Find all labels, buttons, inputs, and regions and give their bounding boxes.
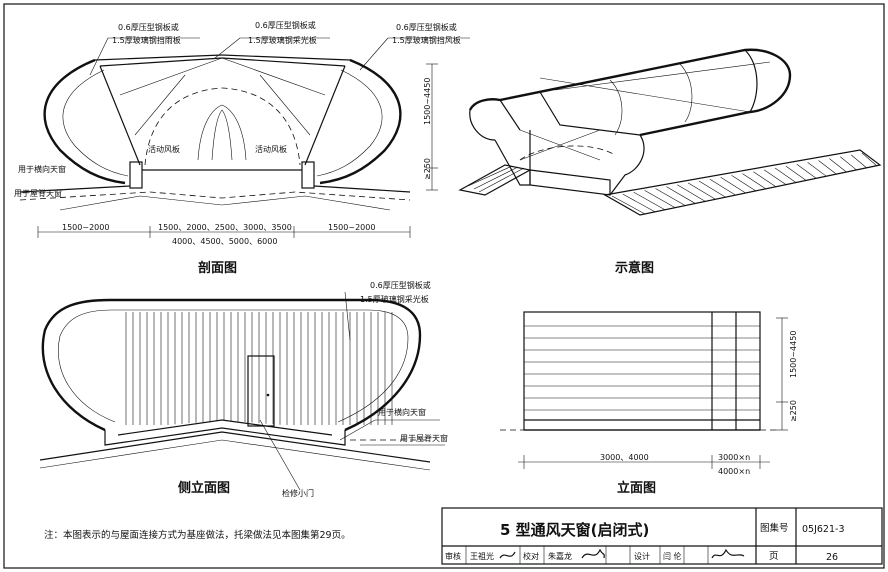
elevation-view [500,311,788,469]
elev-dim-right-1: 3000×n [718,453,750,462]
section-callout-2-line2: 1.5厚玻璃钢采光板 [248,35,317,45]
section-view-caption: 剖面图 [198,260,237,276]
section-base-dim: ≥250 [423,158,432,180]
elev-base-dim: ≥250 [789,400,798,422]
side-callout-line1: 0.6厚压型钢板或 [370,280,431,290]
inner-arch [144,87,301,166]
side-view-caption: 侧立面图 [178,480,230,496]
review-name: 王祖光 [470,551,494,561]
door-label: 检修小门 [282,488,314,498]
check-signature [581,548,605,559]
access-door [247,355,275,427]
perspective-view-caption: 示意图 [615,260,654,276]
dim-mid-1: 1500、2000、2500、3000、3500 [158,223,292,232]
title-block [441,507,883,565]
atlas-number: 05J621-3 [802,524,845,535]
right-hood-inner [316,69,383,177]
left-hood [43,58,126,185]
sheet-title: 5 型通风天窗(启闭式) [500,521,649,539]
design-label: 设计 [634,551,650,561]
section-callout-3-line1: 0.6厚压型钢板或 [396,22,457,32]
review-signature [499,551,516,559]
design-name: 闫 伦 [663,551,682,561]
damper-right-label: 活动风板 [255,144,287,154]
section-callout-1-line2: 1.5厚玻璃钢挡雨板 [112,35,181,45]
elev-height-dim: 1500~4450 [789,331,798,378]
section-label-transverse: 用于横向天窗 [18,164,66,174]
dim-mid-2: 4000、4500、5000、6000 [172,237,277,246]
page-label: 页 [769,551,779,562]
left-hood-inner [62,69,129,177]
page-number: 26 [826,552,838,563]
elevation-view-caption: 立面图 [617,480,656,496]
side-label-ridge: 用于屋脊天窗 [400,433,448,443]
section-callout-3-line2: 1.5厚玻璃钢挡风板 [392,35,461,45]
perspective-view [458,48,882,216]
dim-left: 1500~2000 [62,223,109,232]
side-callout-line2: 1.5厚玻璃钢采光板 [360,294,429,304]
elev-dim-main: 3000、4000 [600,453,649,462]
right-hood [319,58,402,185]
damper-left-label: 活动风板 [148,144,180,154]
section-label-ridge: 用于屋脊天窗 [14,188,62,198]
elev-dim-right-2: 4000×n [718,467,750,476]
atlas-label: 图集号 [760,522,789,534]
section-height-dim: 1500~4450 [423,78,432,125]
dim-right: 1500~2000 [328,223,375,232]
section-callout-1-line1: 0.6厚压型钢板或 [118,22,179,32]
check-name: 朱嘉龙 [548,551,572,561]
section-callout-2-line1: 0.6厚压型钢板或 [255,20,316,30]
side-label-transverse: 用于横向天窗 [378,407,426,417]
check-label: 校对 [523,551,539,561]
section-view [19,37,470,238]
sheet-border [3,3,885,569]
design-signature [711,548,745,559]
side-view [39,291,445,491]
review-label: 审核 [445,551,461,561]
drawing-note: 注：本图表示的与屋面连接方式为基座做法，托梁做法见本图集第29页。 [44,529,351,541]
